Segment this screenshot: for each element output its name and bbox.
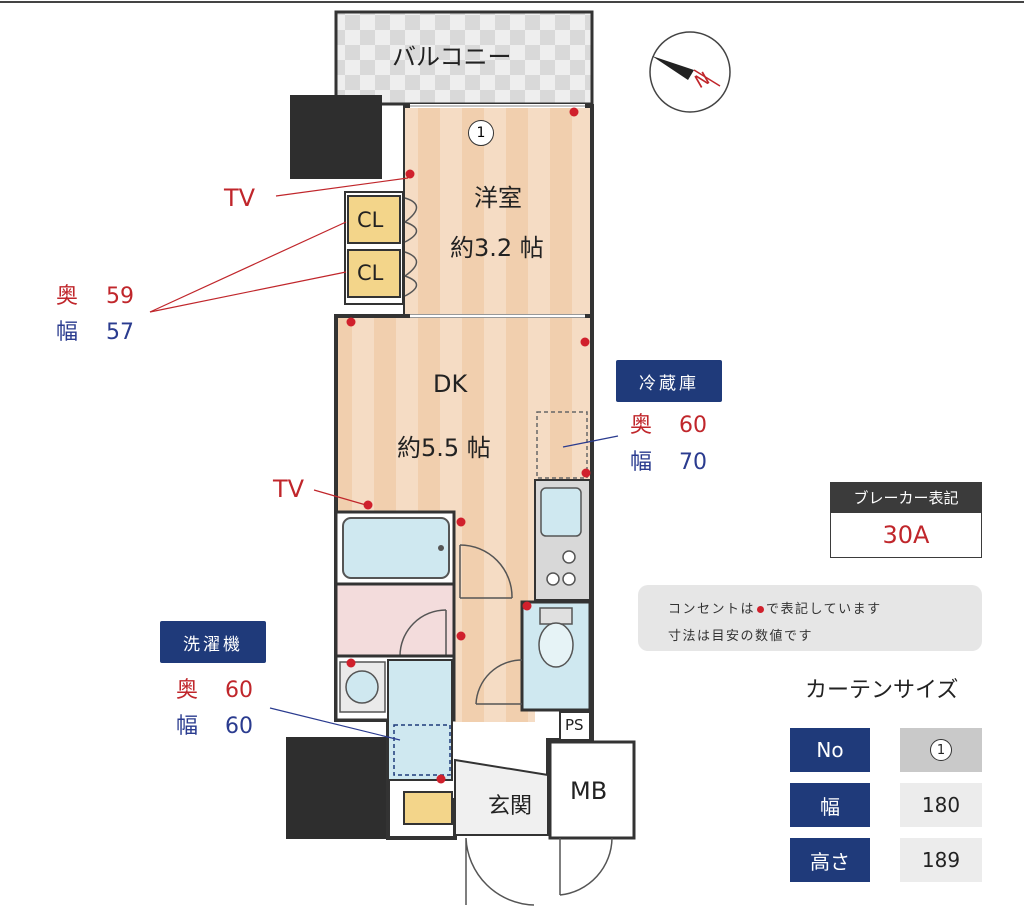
fridge-line xyxy=(562,435,619,448)
closet-line-a xyxy=(149,221,347,313)
powder-room xyxy=(334,582,456,658)
dk-name: DK xyxy=(433,370,468,398)
note-line-2: 寸法は目安の数値です xyxy=(668,629,814,644)
washer-tag: 洗濯機 xyxy=(160,621,266,663)
fridge-depth-label: 奥 xyxy=(630,413,653,438)
dk-size: 約5.5 帖 xyxy=(397,434,491,462)
shoe-box xyxy=(403,791,453,825)
note-line-1b: で表記しています xyxy=(766,602,882,617)
breaker-header: ブレーカー表記 xyxy=(830,482,982,512)
pillar-bottom xyxy=(286,737,388,839)
curtain-head-no: No xyxy=(790,728,870,772)
window-marker-number: 1 xyxy=(476,125,486,141)
tv-label-dk: TV xyxy=(273,475,305,503)
tv2-line xyxy=(313,489,367,506)
closet-top xyxy=(347,195,401,244)
compass-needle xyxy=(652,56,694,80)
bathtub xyxy=(342,517,450,579)
curtain-cell-no: 1 xyxy=(900,728,982,772)
ps-label: PS xyxy=(565,716,584,734)
washer-line xyxy=(269,707,401,741)
pillar-top xyxy=(290,95,382,179)
washer-depth-label: 奥 xyxy=(176,678,199,703)
curtain-cell-height: 189 xyxy=(900,838,982,882)
tv1-line xyxy=(275,177,409,197)
entrance-door-left xyxy=(465,837,535,906)
mb-label: MB xyxy=(570,777,608,805)
washer-spot xyxy=(393,724,451,776)
note-line-1a: コンセントは xyxy=(668,602,756,617)
closet-bottom-label: CL xyxy=(357,261,384,285)
entrance-label: 玄関 xyxy=(488,794,533,819)
washer-width-label: 幅 xyxy=(176,714,199,739)
tv-label-bedroom: TV xyxy=(224,184,256,212)
curtain-title: カーテンサイズ xyxy=(805,678,959,703)
curtain-head-width: 幅 xyxy=(790,783,870,827)
curtain-cell-width: 180 xyxy=(900,783,982,827)
mb-box xyxy=(548,740,636,840)
washer-depth-value: 60 xyxy=(225,678,253,703)
western-room-floor xyxy=(405,108,590,314)
note-box: コンセントはで表記しています 寸法は目安の数値です xyxy=(638,585,982,651)
fridge-tag: 冷蔵庫 xyxy=(616,360,722,402)
fridge-depth-value: 60 xyxy=(679,413,707,438)
window-marker: 1 xyxy=(468,120,494,146)
closet-width-label: 幅 xyxy=(56,320,79,345)
outlet-dot-legend-icon xyxy=(757,606,765,613)
washer-width-value: 60 xyxy=(225,714,253,739)
entrance-door-right xyxy=(559,837,613,896)
closet-width-value: 57 xyxy=(106,320,134,345)
closet-depth-value: 59 xyxy=(106,284,134,309)
balcony-label: バルコニー xyxy=(392,43,512,71)
western-room-size: 約3.2 帖 xyxy=(450,234,544,262)
ps-box xyxy=(559,711,591,741)
note-line-1: コンセントはで表記しています xyxy=(668,598,882,617)
curtain-head-height: 高さ xyxy=(790,838,870,882)
closet-top-label: CL xyxy=(357,208,384,232)
curtain-no-circle: 1 xyxy=(930,739,952,761)
entrance-floor xyxy=(454,758,549,836)
fridge-spot xyxy=(536,411,588,479)
fridge-width-label: 幅 xyxy=(630,450,653,475)
breaker-value: 30A xyxy=(830,512,982,558)
laundry-area xyxy=(387,659,453,781)
fridge-width-value: 70 xyxy=(679,450,707,475)
closet-depth-label: 奥 xyxy=(56,284,79,309)
kitchen-sink xyxy=(540,487,582,537)
closet-line-b xyxy=(149,271,347,313)
outlet-dots xyxy=(346,107,591,784)
western-room-name: 洋室 xyxy=(474,184,522,212)
closet-bottom xyxy=(347,249,401,298)
